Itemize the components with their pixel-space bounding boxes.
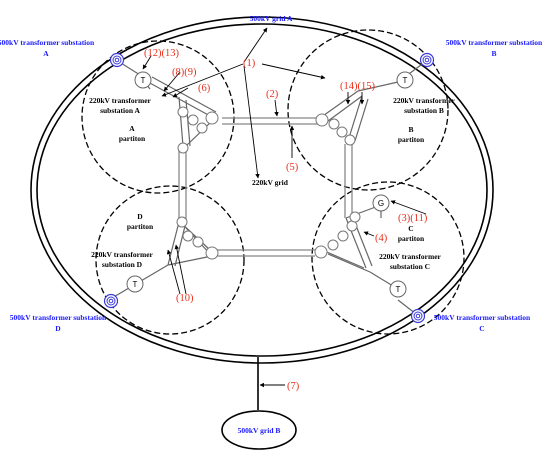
partition-b-circle [287, 29, 449, 191]
partition-a-label-line1: A [129, 124, 135, 133]
partition-b-label-line1: B [408, 125, 413, 134]
generator-c-node [372, 194, 390, 212]
partition-c-label-line1: C [408, 224, 413, 233]
transformer-c-label: T [396, 285, 401, 294]
sub500-c-label-line1: 500kV transformer substation [434, 313, 531, 322]
sub220-b-node-2 [328, 118, 340, 130]
marker-2: (2) [266, 89, 279, 100]
sub220-a-node-4 [205, 111, 219, 125]
transformer-d-label: T [133, 280, 138, 289]
grid-a-label: 500kV grid A [250, 14, 293, 23]
sub220-d-node-3 [192, 236, 204, 248]
partition-b-label-line2: partiton [398, 135, 425, 144]
substation-500kv-a-icon [109, 52, 125, 68]
sub220-b-node-3 [336, 126, 348, 138]
ring-500kv-outer [30, 16, 494, 364]
marker-14-15: (14)(15) [340, 81, 375, 92]
sub500-c-label-line2: C [479, 324, 484, 333]
sub220-d-label-line2: substation D [102, 260, 143, 269]
sub220-c-node-3 [337, 230, 349, 242]
partition-c-label-line2: partiton [398, 234, 425, 243]
marker-4: (4) [375, 233, 388, 244]
sub220-d-label-line1: 220kV transformer [91, 250, 153, 259]
bus-220kv-links [178, 117, 353, 257]
ring-500kv-inner [36, 23, 488, 357]
sub220-a-node-2 [187, 114, 199, 126]
transformer-b-label: T [403, 76, 408, 85]
sub220-c-node-4 [346, 220, 358, 232]
substation-500kv-b-icon [419, 52, 435, 68]
grid-220-label: 220kV grid [252, 178, 289, 187]
marker-6: (6) [198, 83, 211, 94]
marker-5: (5) [286, 162, 299, 173]
sub500-b-label-line1: 500kV transformer substation [446, 38, 543, 47]
sub220-d-node-2 [182, 230, 194, 242]
sub220-b-node-1 [315, 113, 329, 127]
sub220-c-node-5 [349, 211, 361, 223]
partition-d-circle [95, 185, 245, 335]
generator-c-label: G [378, 199, 384, 208]
marker-10: (10) [176, 293, 194, 304]
marker-8-9: (8)(9) [172, 67, 197, 78]
sub220-c-node-2 [327, 239, 339, 251]
partition-a-label-line2: partiton [119, 134, 146, 143]
annotation-arrows [142, 27, 427, 388]
sub220-c-label-line2: substation C [390, 262, 430, 271]
transformer-a-label: T [141, 76, 146, 85]
transformer-b-node [396, 71, 414, 89]
sub500-b-label-line2: B [491, 49, 496, 58]
marker-3-11: (3)(11) [398, 213, 428, 224]
sub220-c-label-line1: 220kV transformer [379, 252, 441, 261]
sub500-d-label-line1: 500kV transformer substation [10, 313, 107, 322]
grid-b-label: 500kV grid B [238, 426, 281, 435]
sub220-a-label-line1: 220kV transformer [89, 96, 151, 105]
sub220-b-label-line2: substation B [404, 106, 444, 115]
transformer-d-node [126, 275, 144, 293]
sub500-a-label-line1: 500kV transformer substation [0, 38, 95, 47]
sub220-b-node-4 [344, 134, 356, 146]
substation-500kv-c-icon [410, 308, 426, 324]
sub220-a-label-line2: substation A [100, 106, 140, 115]
sub220-a-node-5 [177, 142, 189, 154]
sub220-a-node-1 [177, 106, 189, 118]
partition-d-label-line2: partiton [127, 222, 154, 231]
transformer-c-node [389, 280, 407, 298]
sub220-b-label-line1: 220kV transformer [393, 96, 455, 105]
partition-a-circle [81, 40, 235, 194]
sub220-a-node-3 [196, 122, 208, 134]
marker-1: (1) [243, 58, 256, 69]
grid-b-ellipse [221, 410, 297, 450]
sub220-c-node-1 [314, 245, 328, 259]
sub220-d-node-1 [176, 216, 188, 228]
marker-12-13: (12)(13) [144, 48, 179, 59]
partition-c-circle [311, 181, 465, 335]
sub500-d-label-line2: D [55, 324, 61, 333]
transformer-a-node [134, 71, 152, 89]
sub220-d-node-4 [205, 246, 219, 260]
sub500-a-label-line2: A [43, 49, 49, 58]
partition-d-label-line1: D [137, 212, 143, 221]
substation-500kv-d-icon [103, 293, 119, 309]
marker-7: (7) [287, 381, 300, 392]
